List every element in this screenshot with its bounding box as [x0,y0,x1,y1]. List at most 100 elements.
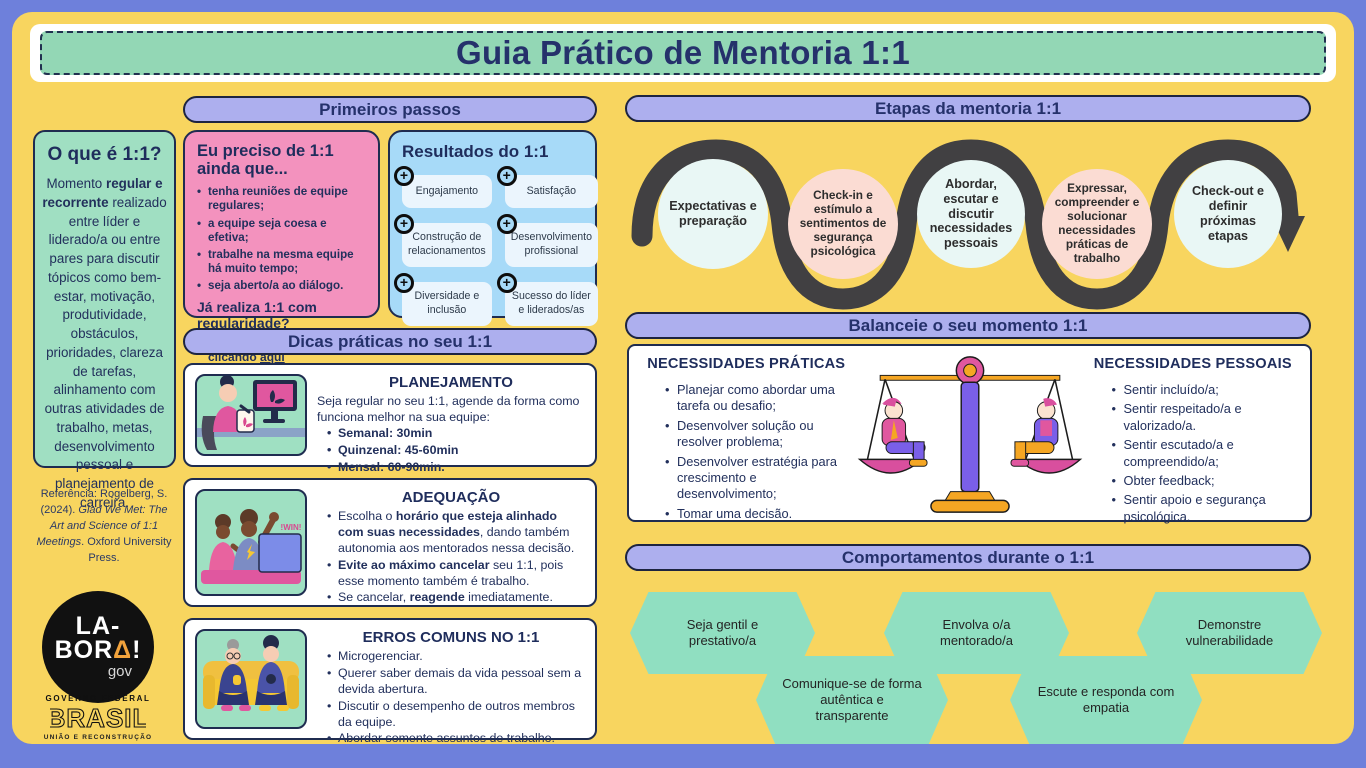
chip-label: Desenvolvimento profissional [510,231,592,257]
win-text: !WIN! [281,523,302,532]
logo-line1: LA- [75,612,121,641]
behavior-hexagon: Escute e responda com empatia [1010,656,1202,744]
team-celebration-illustration: !WIN! [195,489,307,596]
designer-at-desk-illustration [195,374,307,456]
bullet-item: tenha reuniões de equipe regulares; [197,185,368,213]
bullet-item: Sentir incluído/a; [1112,382,1297,399]
step-circle-4: Expressar, compreender e solucionar nece… [1042,169,1152,279]
section-header-etapas: Etapas da mentoria 1:1 [625,95,1311,122]
pink-box-list: tenha reuniões de equipe regulares; a eq… [197,185,368,293]
plus-icon [394,166,414,186]
bullet-item: Tomar uma decisão. [665,506,850,523]
bullet-item: trabalhe na mesma equipe há muito tempo; [197,248,368,276]
result-chip: Engajamento [394,166,492,208]
bullet-item: Mensal: 60-90min. [327,460,585,476]
bullet-item: Escolha o horário que esteja alinhado co… [327,509,585,557]
bullet-item: seja aberto/a ao diálogo. [197,279,368,293]
brasil-logo: BRASIL [46,702,149,734]
card-adequacao: !WIN! ADEQUAÇÃO Escolha o horário que es… [183,478,597,607]
card-title: ADEQUAÇÃO [401,489,501,506]
what-is-1-1-box: O que é 1:1? Momento regular e recorrent… [33,130,176,510]
card-erros-body: ERROS COMUNS NO 1:1 Microgerenciar. Quer… [317,629,585,747]
governo-federal-label: GOVERNO FEDERAL [45,694,151,703]
bullet-item: Microgerenciar. [327,649,585,665]
bullet-item: a equipe seja coesa e efetiva; [197,217,368,245]
practical-needs-column: NECESSIDADES PRÁTICAS Planejar como abor… [643,354,850,522]
title-bar: Guia Prático de Mentoria 1:1 [30,24,1336,82]
bullet-item: Planejar como abordar uma tarefa ou desa… [665,382,850,415]
title-box: Guia Prático de Mentoria 1:1 [40,31,1326,75]
plus-icon [496,166,517,186]
result-chip: Sucesso do líder e liderados/as [496,273,598,326]
couch-conversation-illustration [195,629,307,729]
chip-label: Construção de relacionamentos [408,231,486,257]
bullet-item: Sentir escutado/a e compreendido/a; [1112,437,1297,470]
section-header-comportamentos: Comportamentos durante o 1:1 [625,544,1311,571]
bullet-item: Evite ao máximo cancelar seu 1:1, pois e… [327,558,585,590]
step-circle-3: Abordar, escutar e discutir necessidades… [917,160,1025,268]
plus-icon [496,273,517,293]
bullet-item: Quinzenal: 45-60min [327,443,585,459]
step-circle-2: Check-in e estímulo a sentimentos de seg… [788,169,898,279]
labora-gov-logo: LA- BORΔ! gov [42,591,154,703]
logo-line3: gov [107,662,132,680]
card-intro: Seja regular no seu 1:1, agende da forma… [317,394,580,424]
regularity-question: Já realiza 1:1 com regularidade? [197,299,317,331]
plus-icon [394,273,414,293]
bullet-item: Discutir o desempenho de outros membros … [327,699,585,731]
section-header-primeiros-passos: Primeiros passos [183,96,597,123]
bullet-item: Sentir apoio e segurança psicológica. [1112,492,1297,525]
chip-label: Diversidade e inclusão [414,290,480,316]
bullet-item: Querer saber demais da vida pessoal sem … [327,666,585,698]
personal-needs-column: NECESSIDADES PESSOAIS Sentir incluído/a;… [1090,354,1297,524]
behavior-hexagon: Comunique-se de forma autêntica e transp… [756,656,948,744]
bullet-item: Desenvolver solução ou resolver problema… [665,418,850,451]
brasil-slogan: UNIÃO E RECONSTRUÇÃO [43,734,153,741]
chip-label: Engajamento [415,184,479,197]
balance-scale-illustration [850,354,1090,513]
practical-needs-list: Planejar como abordar uma tarefa ou desa… [665,382,850,522]
chip-label: Satisfação [526,184,577,197]
card-erros-comuns: ERROS COMUNS NO 1:1 Microgerenciar. Quer… [183,618,597,747]
plus-icon [496,214,517,234]
result-chip: Satisfação [496,166,598,208]
card-title: PLANEJAMENTO [389,374,513,391]
chip-label: Sucesso do líder e liderados/as [511,290,591,316]
bullet-item: Sentir respeitado/a e valorizado/a. [1112,401,1297,434]
card-list: Microgerenciar. Querer saber demais da v… [327,649,585,747]
reference-text: Referência: Rogelberg, S. (2024). Glad W… [36,488,172,564]
plus-icon [394,214,414,234]
brasil-wordmark: BRASIL [50,703,146,733]
logo-line2: BORΔ! [54,635,142,664]
result-chip: Desenvolvimento profissional [496,214,598,267]
page-title: Guia Prático de Mentoria 1:1 [455,34,910,71]
card-title: ERROS COMUNS NO 1:1 [362,629,540,646]
resultados-chips: Engajamento Satisfação Construção de rel… [394,166,598,326]
personal-needs-list: Sentir incluído/a; Sentir respeitado/a e… [1112,382,1297,525]
card-list: Escolha o horário que esteja alinhado co… [327,509,585,606]
step-circle-5: Check-out e definir próximas etapas [1174,160,1282,268]
mentoring-steps-flow: Expectativas e preparação Check-in e est… [630,136,1310,316]
card-planejamento-body: PLANEJAMENTO Seja regular no seu 1:1, ag… [317,374,585,475]
result-chip: Diversidade e inclusão [394,273,492,326]
balance-box: NECESSIDADES PRÁTICAS Planejar como abor… [627,344,1312,524]
card-planejamento: PLANEJAMENTO Seja regular no seu 1:1, ag… [183,363,597,475]
what-is-1-1-heading: O que é 1:1? [47,144,162,165]
bullet-item: Se cancelar, reagende imediatamente. [327,590,585,606]
card-list: Semanal: 30min Quinzenal: 45-60min Mensa… [327,426,585,476]
pink-box-heading: Eu preciso de 1:1 ainda que... [197,142,334,179]
practical-needs-heading: NECESSIDADES PRÁTICAS [647,356,846,372]
card-adequacao-body: ADEQUAÇÃO Escolha o horário que esteja a… [317,489,585,606]
bullet-item: Obter feedback; [1112,473,1297,490]
resultados-heading: Resultados do 1:1 [402,142,549,161]
preciso-de-1-1-box: Eu preciso de 1:1 ainda que... tenha reu… [183,130,380,364]
resultados-box: Resultados do 1:1 Engajamento Satisfação… [388,130,598,326]
bullet-item: Semanal: 30min [327,426,585,442]
what-is-1-1-body: Momento regular e recorrente realizado e… [42,176,167,511]
personal-needs-heading: NECESSIDADES PESSOAIS [1093,356,1292,372]
result-chip: Construção de relacionamentos [394,214,492,267]
section-header-balanceie: Balanceie o seu momento 1:1 [625,312,1311,339]
bullet-item: Abordar somente assuntos de trabalho. [327,731,585,747]
step-circle-1: Expectativas e preparação [658,159,768,269]
